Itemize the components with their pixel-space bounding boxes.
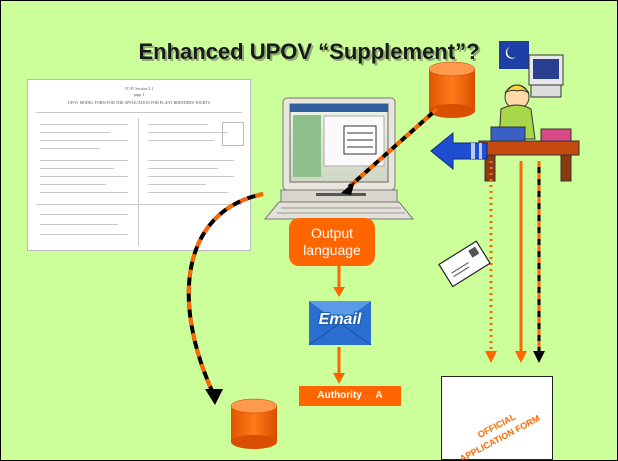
official-application-form: OFFICIAL APPLICATION FORM [441,376,553,460]
computer-icon [263,97,415,220]
form-doc-header-line: TC/P/ Section 2.1 [124,86,154,91]
form-doc-rule [40,176,128,177]
form-doc-rule [148,160,234,161]
form-doc-rule [148,184,206,185]
computer-to-database-arrow [186,192,264,405]
form-doc-rule [148,192,228,193]
output-label-line-2: language [303,242,361,258]
slide-title: Enhanced UPOV “Supplement”? [138,39,480,64]
email-to-authority-arrow [333,347,345,384]
blue-left-arrow [430,131,488,171]
authority-box: Authority A [299,386,401,406]
database-icon [230,398,278,449]
form-doc-rule [40,168,114,169]
db-to-computer-arrow [341,107,439,195]
form-doc-rule [40,124,128,125]
form-doc-rule [148,132,228,133]
form-doc-rule [148,176,234,177]
person-at-computer-icon [478,41,580,182]
envelope-icon [438,240,491,288]
form-doc-rule [40,132,110,133]
output-to-email-arrow [333,266,345,297]
form-doc-rule [40,234,128,235]
output-label-line-1: Output [310,225,354,241]
form-doc-rule [40,184,106,185]
person-to-form-arrows [485,161,545,363]
form-doc-rule [36,204,242,205]
email-label: Email [318,311,362,328]
form-doc-rule [40,160,128,161]
form-doc-rule [148,140,214,141]
form-doc-rule [148,124,208,125]
form-doc-rule [40,148,100,149]
form-doc-rule [40,140,128,141]
form-doc-rule [40,224,118,225]
form-doc-header-line: UPOV MODEL FORM FOR THE APPLICATION FOR … [67,100,211,105]
form-doc-stamp-box [222,122,244,146]
database-icon [428,61,476,118]
email-logo [308,301,372,346]
output-language-box: Output language [289,218,375,266]
form-doc-rule [40,214,128,215]
form-doc-rule [40,192,128,193]
form-doc-rule [148,168,218,169]
form-doc-divider [138,118,139,246]
form-doc-header-line: page 1 [133,92,145,97]
form-doc-rule [36,112,242,113]
